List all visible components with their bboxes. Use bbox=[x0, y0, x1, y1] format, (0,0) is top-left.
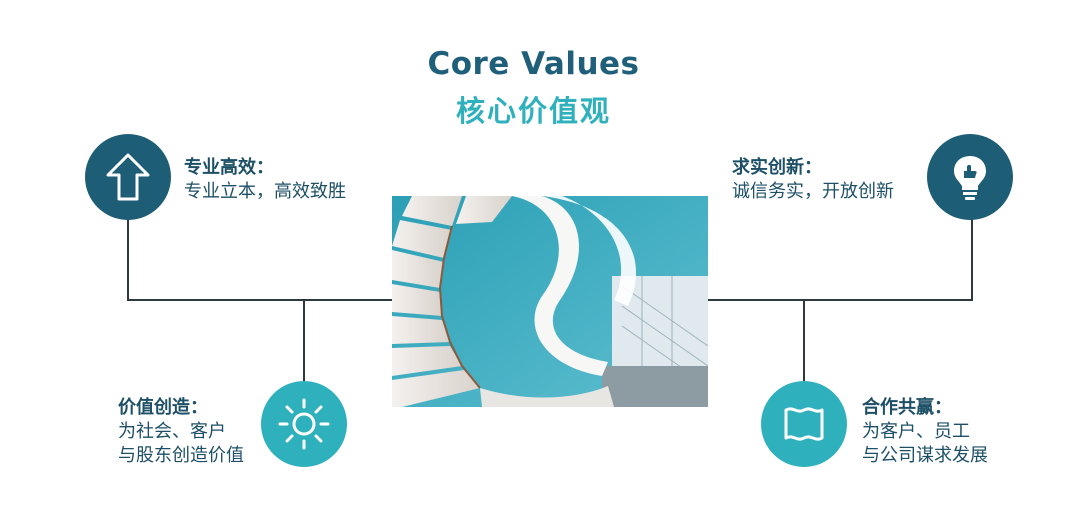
connector-right-vertical-bottom bbox=[803, 300, 805, 382]
title-chinese: 核心价值观 bbox=[455, 94, 611, 128]
cooperation-heading: 合作共赢： bbox=[862, 397, 952, 418]
value-creation-desc-line2: 与股东创造价值 bbox=[118, 445, 244, 466]
connector-left-horizontal bbox=[127, 299, 393, 301]
professional-icon-circle bbox=[85, 134, 171, 220]
cooperation-icon-circle bbox=[761, 381, 847, 467]
innovation-heading: 求实创新： bbox=[732, 157, 822, 178]
lightbulb-icon bbox=[954, 156, 986, 200]
value-creation-label: 价值创造： 为社会、客户 与股东创造价值 bbox=[118, 396, 244, 468]
spiral-staircase-photo bbox=[392, 196, 708, 407]
innovation-desc: 诚信务实，开放创新 bbox=[732, 181, 894, 202]
connector-left-vertical-bottom bbox=[303, 300, 305, 382]
cooperation-desc-line1: 为客户、员工 bbox=[862, 421, 970, 442]
innovation-icon-circle bbox=[927, 134, 1013, 220]
sun-icon bbox=[278, 398, 330, 450]
connector-right-vertical-top bbox=[971, 214, 973, 301]
cooperation-label: 合作共赢： 为客户、员工 与公司谋求发展 bbox=[862, 396, 988, 468]
value-creation-icon-circle bbox=[261, 381, 347, 467]
connector-left-vertical-top bbox=[127, 214, 129, 301]
cooperation-desc-line2: 与公司谋求发展 bbox=[862, 445, 988, 466]
title-english: Core Values bbox=[427, 46, 640, 82]
value-creation-heading: 价值创造： bbox=[118, 397, 208, 418]
innovation-label: 求实创新： 诚信务实，开放创新 bbox=[732, 156, 894, 204]
connector-right-horizontal bbox=[707, 299, 973, 301]
professional-heading: 专业高效： bbox=[184, 157, 274, 178]
professional-label: 专业高效： 专业立本，高效致胜 bbox=[184, 156, 346, 204]
professional-desc: 专业立本，高效致胜 bbox=[184, 181, 346, 202]
map-icon bbox=[784, 407, 824, 441]
value-creation-desc-line1: 为社会、客户 bbox=[118, 421, 226, 442]
arrow-up-icon bbox=[106, 153, 150, 201]
